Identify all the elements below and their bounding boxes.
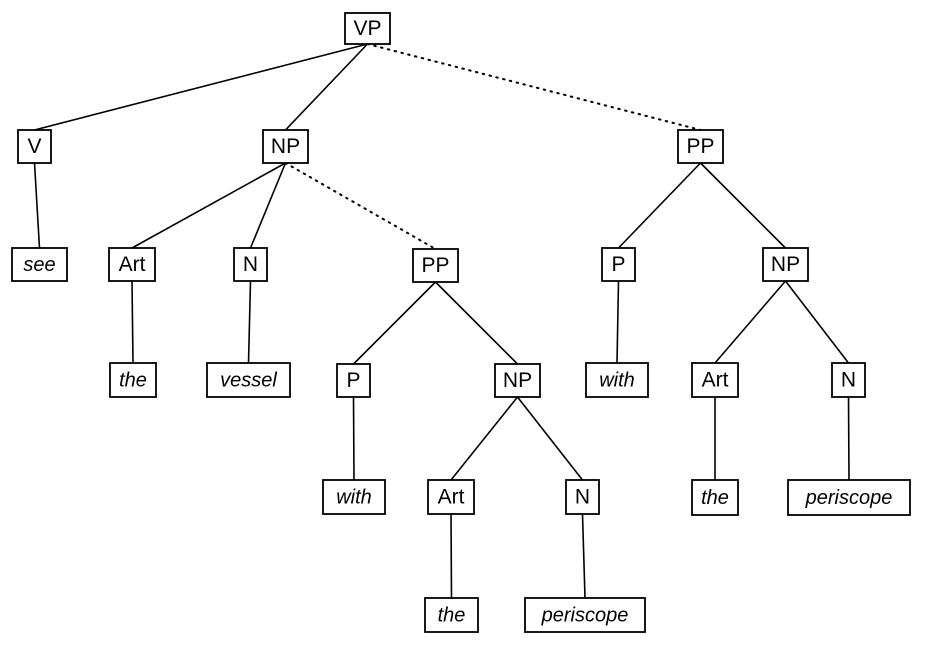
tree-edge-np_right-to-n_right [784, 280, 850, 364]
node-label-art_right: Art [702, 369, 729, 392]
tree-edge-pp_right-to-np_right [699, 162, 787, 249]
tree-edge-art_inner-to-the_inner [450, 513, 453, 599]
node-label-n_right: N [841, 369, 856, 392]
node-label-art_inner: Art [438, 486, 465, 509]
node-label-v: V [27, 135, 41, 158]
tree-node-art_right[interactable]: Art [691, 362, 739, 398]
tree-node-the_inner[interactable]: the [424, 597, 479, 633]
node-label-vessel: vessel [220, 369, 277, 391]
node-box-vessel [206, 362, 291, 398]
edge-layer [33, 43, 850, 599]
node-label-with_right: with [599, 369, 635, 391]
tree-edge-vp-to-v [34, 43, 368, 131]
tree-node-p_inner[interactable]: P [336, 363, 371, 398]
tree-node-pp_right[interactable]: PP [677, 129, 724, 164]
node-label-the1: the [119, 369, 147, 391]
node-label-n1: N [243, 253, 258, 276]
tree-node-pp_inner[interactable]: PP [412, 248, 459, 283]
tree-edge-pp_inner-to-np_inner [434, 281, 519, 365]
node-box-np1 [262, 129, 309, 164]
node-label-vp: VP [353, 17, 381, 40]
tree-node-peri_right[interactable]: periscope [787, 479, 911, 516]
node-box-with_inner [322, 479, 386, 515]
node-label-art1: Art [119, 253, 146, 276]
node-label-n_inner: N [575, 486, 590, 509]
tree-node-p_right[interactable]: P [601, 247, 636, 282]
node-box-v [17, 129, 52, 164]
node-box-vp [344, 12, 391, 45]
tree-node-n_right[interactable]: N [831, 362, 866, 398]
node-label-np1: NP [271, 135, 300, 158]
node-box-the1 [109, 362, 157, 398]
node-label-the_right: the [701, 487, 729, 509]
node-box-with_right [585, 362, 649, 398]
tree-node-see[interactable]: see [11, 247, 68, 282]
node-label-p_inner: P [346, 369, 360, 392]
tree-edge-n1-to-vessel [247, 280, 252, 364]
node-box-art_right [691, 362, 739, 398]
tree-node-art_inner[interactable]: Art [427, 479, 475, 515]
tree-edge-n_inner-to-peri_inner [581, 513, 586, 599]
tree-node-n_inner[interactable]: N [565, 479, 600, 515]
tree-node-with_right[interactable]: with [585, 362, 649, 398]
node-label-pp_right: PP [686, 135, 714, 158]
node-box-peri_right [787, 479, 911, 516]
tree-edge-p_right-to-with_right [616, 280, 620, 364]
tree-edge-np1-to-pp_inner [284, 162, 437, 250]
node-box-pp_right [677, 129, 724, 164]
tree-edge-v-to-see [33, 162, 41, 249]
node-box-see [11, 247, 68, 282]
node-box-np_right [762, 247, 809, 282]
node-box-np_inner [494, 363, 541, 398]
tree-edge-n_right-to-peri_right [847, 396, 850, 481]
tree-node-the1[interactable]: the [109, 362, 157, 398]
node-box-the_right [691, 479, 739, 516]
node-box-pp_inner [412, 248, 459, 283]
tree-edge-np_right-to-art_right [714, 280, 787, 364]
tree-node-vessel[interactable]: vessel [206, 362, 291, 398]
node-label-peri_right: periscope [805, 487, 893, 509]
node-box-n_right [831, 362, 866, 398]
tree-node-np_right[interactable]: NP [762, 247, 809, 282]
tree-node-the_right[interactable]: the [691, 479, 739, 516]
tree-edge-np_inner-to-n_inner [516, 396, 584, 481]
node-label-p_right: P [611, 253, 625, 276]
node-box-p_inner [336, 363, 371, 398]
node-label-np_inner: NP [503, 369, 532, 392]
tree-edge-p_inner-to-with_inner [352, 396, 355, 481]
tree-edge-np_inner-to-art_inner [450, 396, 519, 481]
tree-node-np_inner[interactable]: NP [494, 363, 541, 398]
node-box-p_right [601, 247, 636, 282]
tree-node-art1[interactable]: Art [108, 247, 156, 282]
node-label-the_inner: the [438, 604, 466, 626]
tree-node-with_inner[interactable]: with [322, 479, 386, 515]
tree-edge-vp-to-np1 [284, 43, 369, 131]
tree-edge-art1-to-the1 [131, 280, 134, 364]
tree-edge-np1-to-art1 [131, 162, 286, 249]
node-box-n1 [233, 247, 268, 282]
tree-edge-vp-to-pp_right [366, 43, 702, 131]
node-box-art1 [108, 247, 156, 282]
tree-node-vp[interactable]: VP [344, 12, 391, 45]
node-label-with_inner: with [336, 486, 372, 508]
tree-edge-pp_right-to-p_right [617, 162, 702, 249]
tree-node-np1[interactable]: NP [262, 129, 309, 164]
tree-node-v[interactable]: V [17, 129, 52, 164]
node-box-n_inner [565, 479, 600, 515]
tree-node-peri_inner[interactable]: periscope [524, 597, 646, 633]
node-box-the_inner [424, 597, 479, 633]
node-label-peri_inner: periscope [541, 604, 629, 626]
tree-edge-np1-to-n1 [249, 162, 287, 249]
node-box-art_inner [427, 479, 475, 515]
node-label-see: see [23, 254, 55, 276]
tree-edge-pp_inner-to-p_inner [352, 281, 437, 365]
node-label-np_right: NP [771, 253, 800, 276]
tree-node-n1[interactable]: N [233, 247, 268, 282]
node-box-peri_inner [524, 597, 646, 633]
node-label-pp_inner: PP [421, 254, 449, 277]
